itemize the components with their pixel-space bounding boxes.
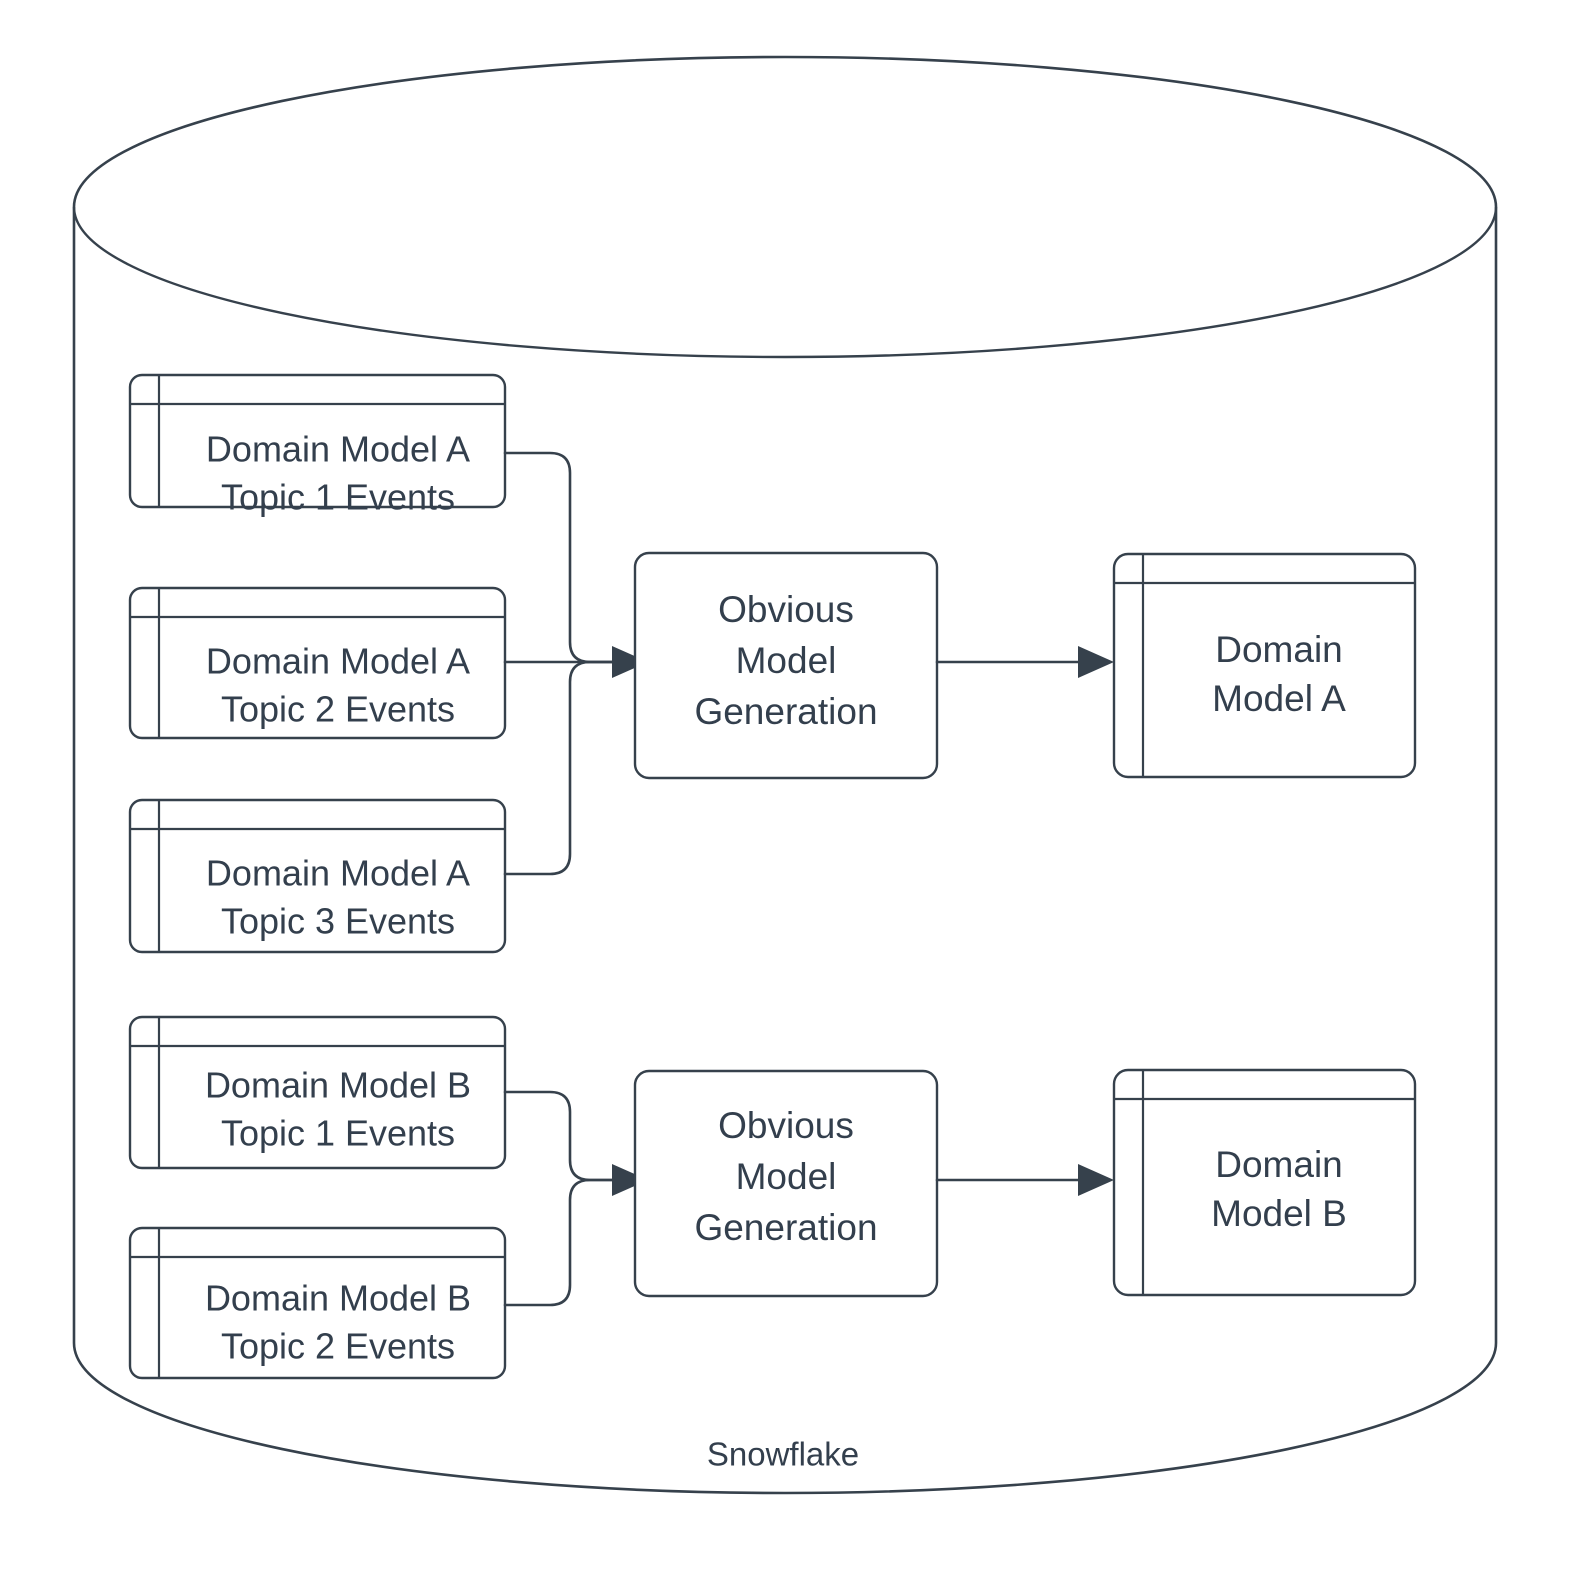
process-node-label-line1: Obvious [718, 1105, 854, 1146]
source-node-label-line2: Topic 3 Events [221, 901, 455, 942]
output-node-label-line1: Domain [1215, 1144, 1343, 1185]
output-node-label-line1: Domain [1215, 629, 1343, 670]
source-node-label-line2: Topic 2 Events [221, 1326, 455, 1367]
connector-group-b [503, 1090, 648, 1307]
cylinder-top-lip [72, 206, 1498, 359]
output-node-out-b[interactable]: Domain Model B [1112, 1068, 1417, 1297]
arrow-head-to-proc-b [612, 1164, 648, 1196]
process-node-label-line3: Generation [694, 691, 877, 732]
source-node-label-line1: Domain Model B [205, 1065, 471, 1106]
source-node-label-line2: Topic 2 Events [221, 689, 455, 730]
source-node-src-b1[interactable]: Domain Model B Topic 1 Events [128, 1015, 507, 1170]
process-node-label-line1: Obvious [718, 589, 854, 630]
source-node-label-line2: Topic 1 Events [221, 1113, 455, 1154]
source-node-src-b2[interactable]: Domain Model B Topic 2 Events [128, 1226, 507, 1380]
source-node-label-line1: Domain Model A [206, 853, 470, 894]
connector-group-a [503, 451, 648, 876]
source-node-label-line2: Topic 1 Events [221, 477, 455, 518]
arrow-head-to-out-a [1078, 646, 1114, 678]
output-node-label-line2: Model B [1211, 1193, 1347, 1234]
process-node-label-line2: Model [736, 1156, 837, 1197]
process-node-proc-b[interactable]: Obvious Model Generation [633, 1069, 939, 1298]
container-label: Snowflake [707, 1436, 859, 1473]
connector-proc-b-to-out-b [935, 1164, 1114, 1196]
source-node-src-a1[interactable]: Domain Model A Topic 1 Events [128, 373, 507, 518]
source-node-src-a3[interactable]: Domain Model A Topic 3 Events [128, 798, 507, 954]
source-node-label-line1: Domain Model B [205, 1278, 471, 1319]
output-node-label-line2: Model A [1212, 678, 1346, 719]
source-node-label-line1: Domain Model A [206, 429, 470, 470]
process-node-label-line2: Model [736, 640, 837, 681]
source-node-label-line1: Domain Model A [206, 641, 470, 682]
process-node-label-line3: Generation [694, 1207, 877, 1248]
arrow-head-to-proc-a [612, 646, 648, 678]
source-node-src-a2[interactable]: Domain Model A Topic 2 Events [128, 586, 507, 740]
connector-proc-a-to-out-a [935, 646, 1114, 678]
process-node-proc-a[interactable]: Obvious Model Generation [633, 551, 939, 780]
arrow-head-to-out-b [1078, 1164, 1114, 1196]
output-node-out-a[interactable]: Domain Model A [1112, 552, 1417, 779]
